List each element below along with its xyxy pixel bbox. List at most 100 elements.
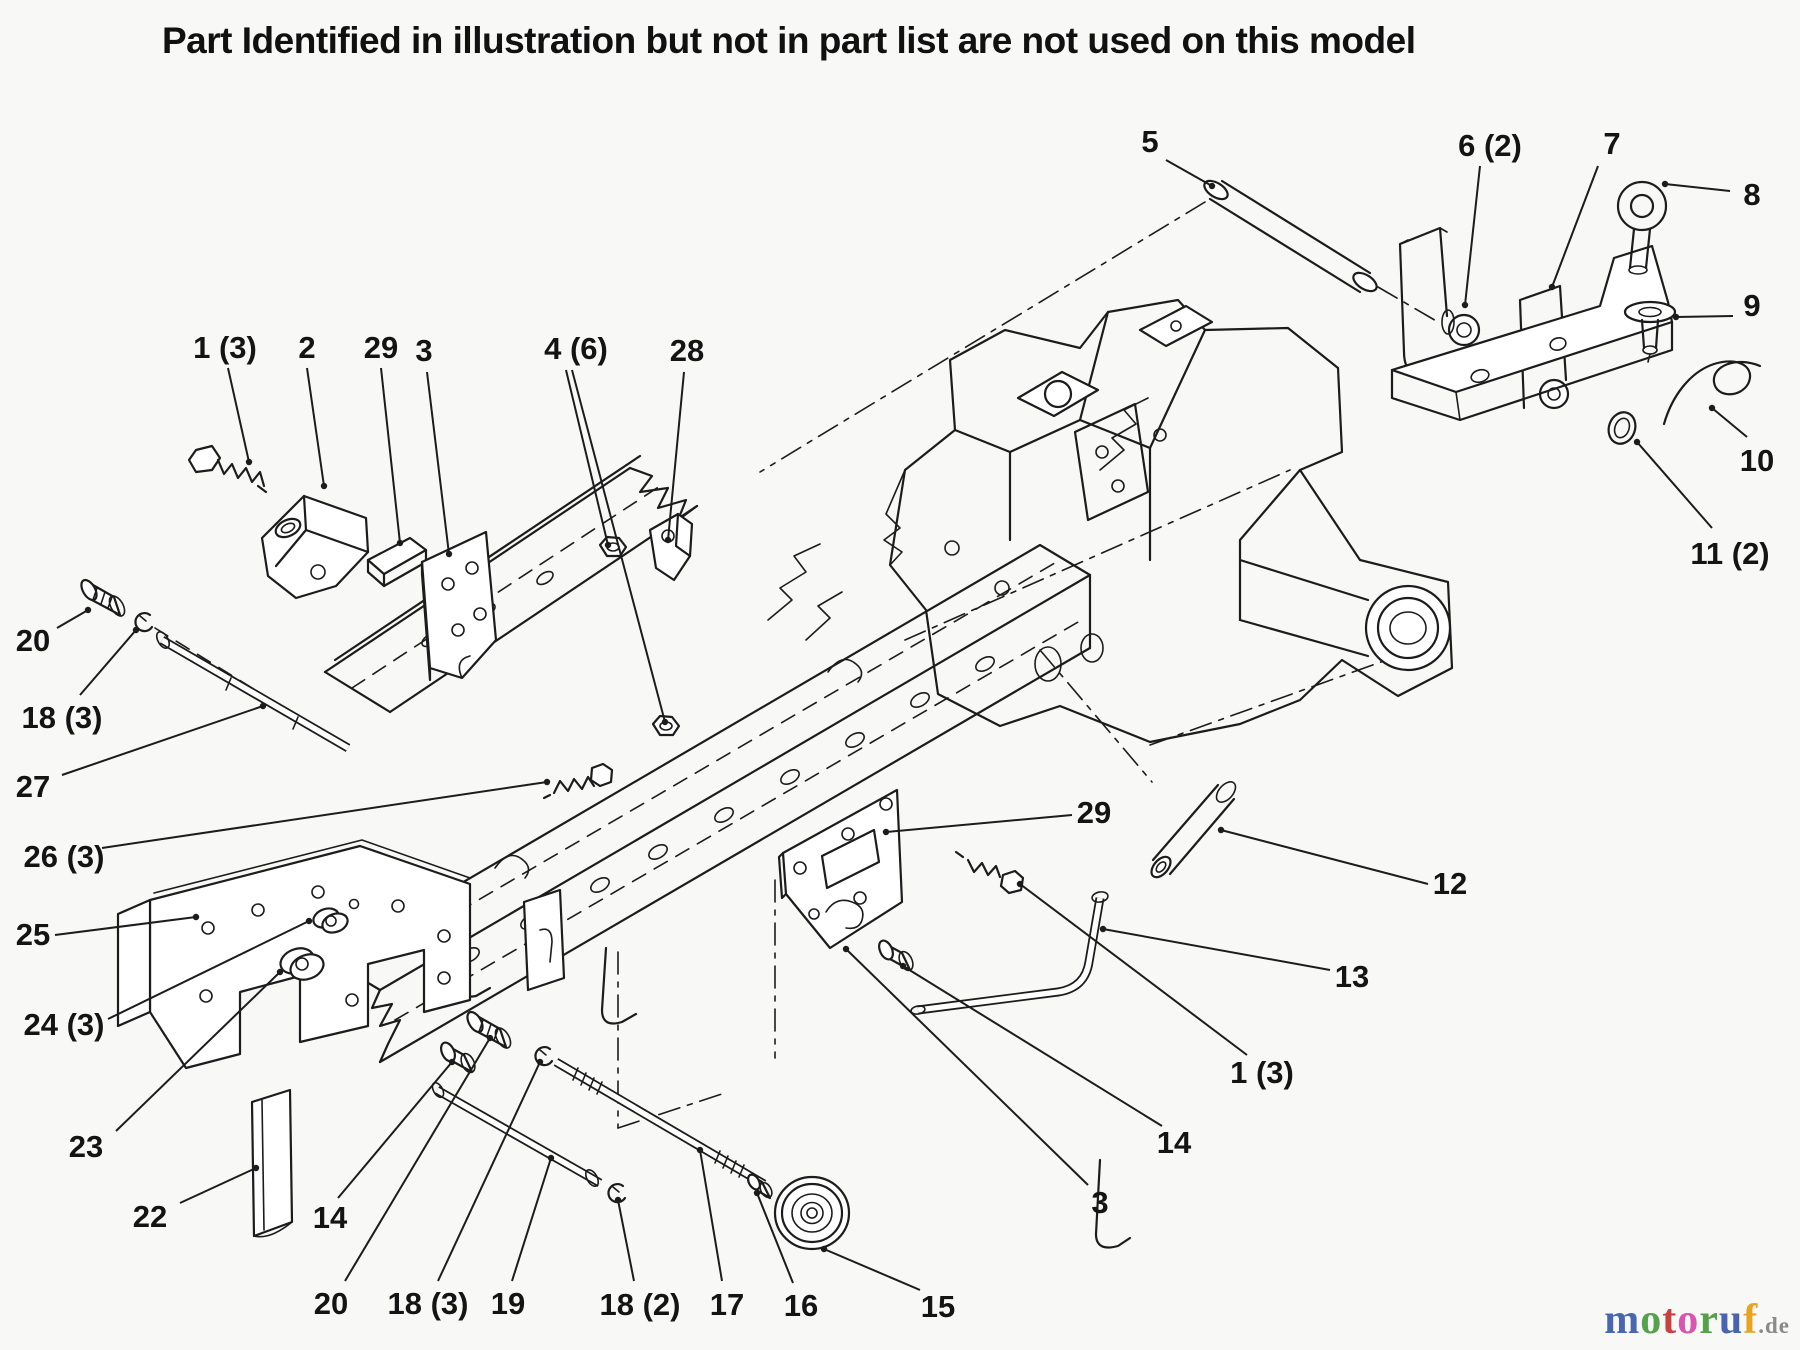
transaxle-housing-shape [1238, 558, 1370, 602]
transaxle-housing-shape [1043, 379, 1073, 409]
part-26-spring-bolt-shape [542, 793, 552, 800]
transaxle-housing-shape [888, 298, 1454, 744]
frame-rail-front-shape [494, 854, 530, 879]
part-1-carriage-bolt-right-shape [954, 850, 965, 859]
part-24-bushing-shape [348, 898, 360, 910]
part-1-carriage-bolt-right-shape [999, 869, 1025, 895]
part-19-rod-shape [435, 1087, 602, 1186]
frame-rail-front-shape [714, 806, 734, 824]
leader-line-part-18 (3) [79, 629, 137, 696]
leader-line-part-5 [1165, 159, 1213, 187]
centerlines [154, 201, 1439, 1129]
part-5-pin-shape [1203, 179, 1229, 201]
frame-rail-upper-shape [388, 504, 699, 714]
centerlines-shape [1149, 647, 1421, 746]
frame-rail-front-shape [975, 655, 995, 673]
leader-line-part-28 [667, 371, 685, 541]
part-callout-10: 10 [1740, 443, 1774, 478]
part-callout-26-3-: 26 (3) [24, 839, 105, 874]
leader-line-part-17 [699, 1149, 723, 1282]
leader-line-part-12 [1220, 829, 1429, 885]
part-callout-27: 27 [16, 769, 50, 804]
transaxle-housing-shape [767, 543, 821, 621]
part-callout-20: 20 [314, 1286, 348, 1321]
leader-tip-dot [842, 945, 850, 953]
part-25-support-bracket-shape [116, 898, 152, 1028]
leader-tip-dot [252, 1164, 260, 1172]
part-callout-28: 28 [670, 333, 704, 368]
part-17-shaft [553, 1058, 767, 1188]
part-1-carriage-bolt-top-shape [256, 484, 268, 494]
part-12-tube-shape [1150, 855, 1172, 879]
watermark-letter: u [1718, 1297, 1744, 1343]
part-26-spring-bolt [542, 762, 614, 800]
part-3-mount-plate-left-shape [458, 655, 471, 679]
leader-line-part-4 (6) [565, 369, 609, 546]
leader-tip-dot [1661, 180, 1669, 188]
part-14-spacer-a-shape [440, 1041, 456, 1063]
part-3-mount-plate-left-shape [451, 623, 465, 637]
leader-line-part-1 (3) [227, 367, 250, 463]
part-26-spring-bolt-shape [589, 762, 614, 788]
part-7-drawbar-assembly-shape [1455, 391, 1461, 421]
part-callout-18-3-: 18 (3) [388, 1286, 469, 1321]
transaxle-housing-shape [1111, 479, 1125, 493]
centerlines-shape [617, 1091, 729, 1129]
leader-line-part-29 [885, 814, 1073, 833]
leader-tip-dot [1461, 301, 1469, 309]
leader-tip-dot [661, 718, 669, 726]
part-callout-18-2-: 18 (2) [600, 1287, 681, 1322]
leader-line-part-4 (6) [571, 369, 666, 723]
leader-line-part-6 (2) [1464, 165, 1481, 306]
part-28-clip-bracket [648, 512, 694, 582]
part-12-tube-shape [1168, 797, 1236, 876]
leader-line-part-11 (2) [1636, 441, 1713, 529]
leader-line-part-1 (3) [1019, 883, 1248, 1056]
part-28-clip-bracket-shape [674, 512, 692, 558]
part-callout-29: 29 [1077, 795, 1111, 830]
part-8-eye-bolt-shape [1628, 265, 1648, 275]
leader-tip-dot [543, 778, 551, 786]
leader-tip-dot [276, 968, 284, 976]
part-15-pulley-shape [806, 1207, 818, 1219]
watermark-letter: r [1699, 1297, 1719, 1343]
frame-rail-front-shape [370, 988, 402, 1064]
part-20-coupler-b-shape [478, 1019, 499, 1041]
leader-tip-dot [486, 1034, 494, 1042]
part-20-coupler-b-shape [466, 1010, 484, 1034]
part-8-eye-bolt-shape [1616, 180, 1668, 232]
leader-tip-dot [664, 536, 672, 544]
transaxle-housing-shape [1389, 611, 1427, 645]
part-18-e-ring-b [534, 1046, 554, 1067]
part-22-plate-shape [250, 1088, 294, 1238]
part-7-drawbar-assembly-shape [1441, 309, 1455, 335]
part-18-e-ring-a-shape [134, 612, 154, 633]
leader-line-part-7 [1551, 165, 1599, 288]
watermark-letter: o [1640, 1297, 1663, 1343]
part-20-coupler-b [466, 1010, 512, 1049]
part-10-hairpin-cotter-shape [1662, 360, 1762, 426]
transaxle-housing-shape [1238, 468, 1302, 622]
part-7-drawbar-assembly-shape [1470, 368, 1490, 384]
part-13-bent-rod [910, 891, 1109, 1015]
part-callout-3: 3 [1091, 1185, 1108, 1220]
part-23-roller [279, 947, 325, 981]
part-24-bushing-shape [325, 915, 337, 927]
leader-line-part-23 [115, 971, 281, 1132]
part-callout-12: 12 [1433, 866, 1467, 901]
part-4-nut-b-shape [651, 714, 681, 737]
part-3-mount-plate-left-shape [441, 577, 455, 591]
transaxle-housing-shape [1138, 304, 1214, 348]
transaxle-housing-shape [1376, 596, 1440, 660]
part-callout-4-6-: 4 (6) [544, 331, 608, 366]
transaxle-housing-shape [953, 310, 1110, 454]
part-callout-14: 14 [1157, 1125, 1192, 1160]
part-11-o-ring-shape [1613, 417, 1631, 439]
transaxle-housing-shape [1073, 402, 1150, 522]
leader-line-part-29 [380, 367, 401, 544]
leader-line-part-8 [1664, 183, 1731, 192]
part-callout-15: 15 [921, 1289, 955, 1324]
part-18-e-ring-b-shape [539, 1049, 547, 1056]
transaxle-housing-shape [1099, 397, 1149, 471]
